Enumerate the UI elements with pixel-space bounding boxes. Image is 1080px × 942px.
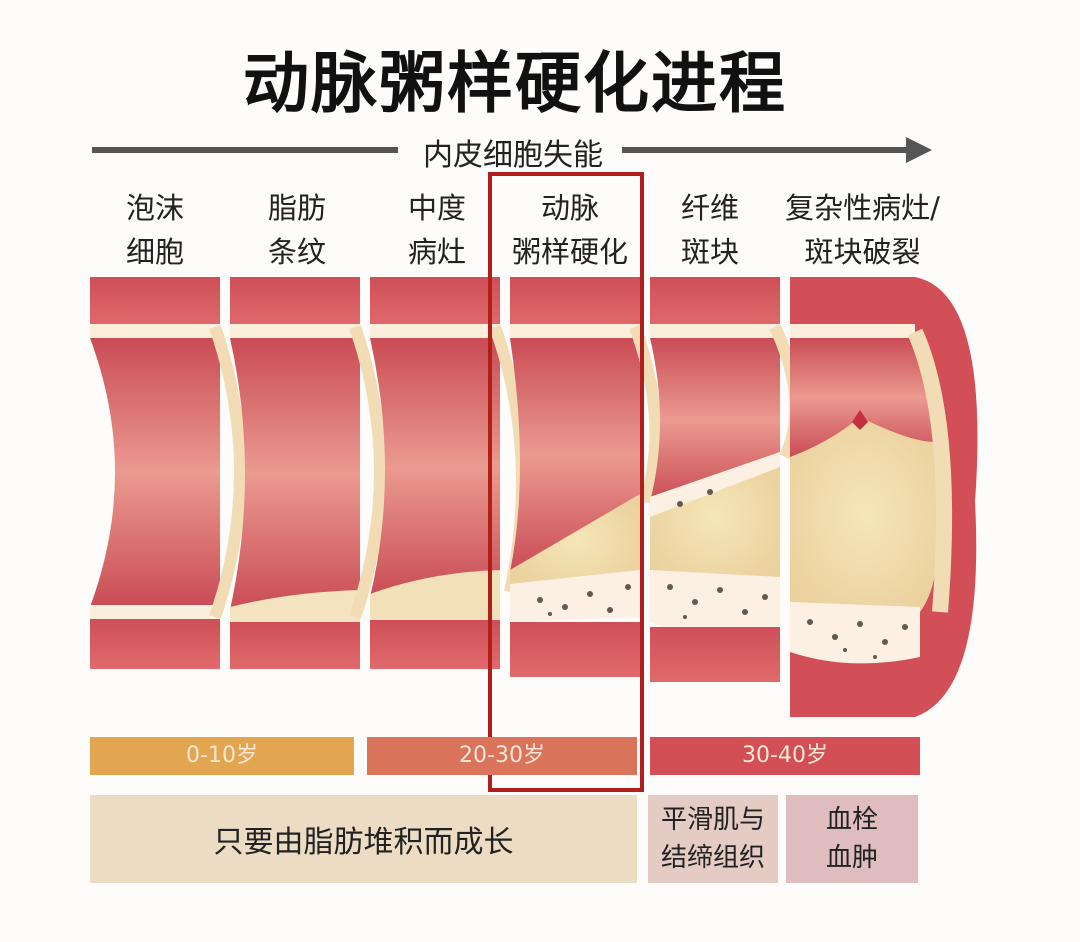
stage-label-line: 病灶 [407, 235, 466, 269]
vessel-segment-4 [510, 277, 662, 677]
description-text: 只要由脂肪堆积而成长 [213, 825, 514, 860]
vessel-segment-2 [230, 277, 386, 669]
age-bar-20-30: 20-30岁 [367, 737, 637, 775]
artery-cross-section-illustration [90, 277, 978, 717]
description-line: 血栓 [825, 805, 878, 835]
stage-label-line: 中度 [407, 191, 466, 225]
stage-label-fatty-streak: 脂肪 条纹 [242, 186, 352, 274]
highlight-frame-atheroma [488, 172, 644, 792]
description-line: 平滑肌与 [660, 805, 765, 835]
vessel-segment-6 [790, 277, 978, 717]
progress-arrow-line-right [622, 147, 910, 153]
stage-label-line: 斑块破裂 [804, 235, 921, 269]
description-line: 血肿 [825, 843, 878, 873]
description-thrombus: 血栓 血肿 [786, 795, 918, 883]
stage-label-line: 斑块 [680, 235, 739, 269]
description-smooth-muscle: 平滑肌与 结缔组织 [648, 795, 778, 883]
vessel-segment-1 [90, 277, 246, 669]
stage-label-complicated-lesion: 复杂性病灶/ 斑块破裂 [770, 186, 955, 274]
stage-label-line: 纤维 [680, 191, 739, 225]
stage-label-fibrous-plaque: 纤维 斑块 [660, 186, 760, 274]
right-arrow-icon [906, 137, 932, 163]
stage-label-line: 粥样硬化 [511, 235, 628, 269]
progress-arrow-line-left [92, 147, 398, 153]
description-fat-accumulation: 只要由脂肪堆积而成长 [90, 795, 637, 883]
stage-label-line: 复杂性病灶/ [785, 191, 940, 225]
age-label: 20-30岁 [459, 743, 545, 768]
diagram-title: 动脉粥样硬化进程 [243, 45, 787, 122]
stage-label-line: 条纹 [267, 235, 326, 269]
age-bar-30-40: 30-40岁 [650, 737, 920, 775]
stage-label-foam-cells: 泡沫 细胞 [100, 186, 210, 274]
vessel-segment-5 [650, 277, 802, 682]
stage-label-line: 细胞 [125, 235, 184, 269]
stage-label-line: 动脉 [540, 191, 599, 225]
age-label: 30-40岁 [742, 743, 828, 768]
age-label: 0-10岁 [186, 743, 258, 768]
age-bar-0-10: 0-10岁 [90, 737, 354, 775]
stage-label-intermediate-lesion: 中度 病灶 [382, 186, 492, 274]
arrow-label: 内皮细胞失能 [423, 138, 603, 173]
description-line: 结缔组织 [660, 843, 765, 873]
stage-label-atheroma: 动脉 粥样硬化 [500, 186, 640, 274]
stage-label-line: 泡沫 [125, 191, 184, 225]
stage-label-line: 脂肪 [267, 191, 326, 225]
